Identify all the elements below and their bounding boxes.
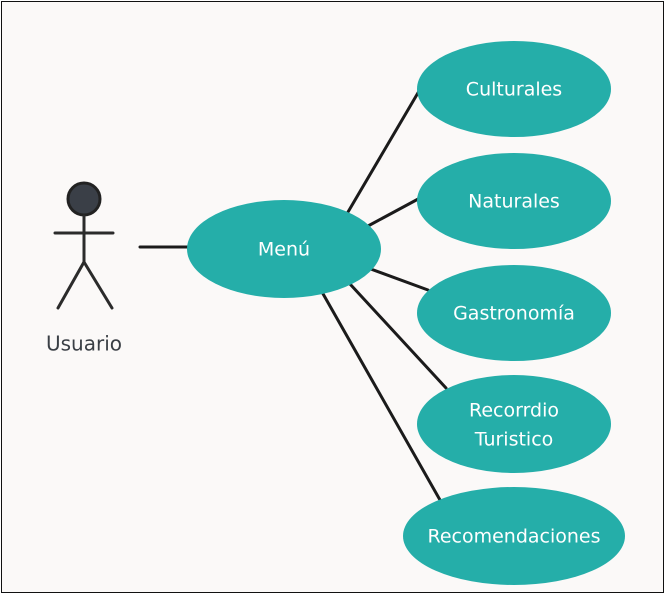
actor-right-leg xyxy=(82,260,114,310)
use-case-ellipse xyxy=(417,265,611,361)
use-case-gastronomia: Gastronomía xyxy=(417,265,611,361)
use-case-recorrido-turistico: Recorrdio Turistico xyxy=(417,375,611,473)
connector-menu-culturales xyxy=(346,84,424,214)
use-case-ellipse xyxy=(417,41,611,137)
use-case-ellipse xyxy=(417,375,611,473)
use-case-label: Culturales xyxy=(466,79,562,101)
connector-menu-gastronomia xyxy=(366,266,430,292)
use-case-ellipse xyxy=(417,153,611,249)
use-case-label-line2: Turistico xyxy=(474,429,554,451)
use-case-label: Naturales xyxy=(468,191,560,213)
connector-menu-recomendaciones xyxy=(320,290,442,502)
use-case-ellipse xyxy=(403,487,625,585)
central-ellipse xyxy=(187,200,381,298)
use-case-label: Gastronomía xyxy=(453,303,575,325)
connector-menu-recorrido xyxy=(348,282,448,390)
use-case-culturales: Culturales xyxy=(417,41,611,137)
central-use-case: Menú xyxy=(187,200,381,298)
central-label: Menú xyxy=(258,239,310,261)
connectors xyxy=(138,84,448,502)
use-case-label-line1: Recorrdio xyxy=(469,400,559,422)
use-case-recomendaciones: Recomendaciones xyxy=(403,487,625,585)
use-case-label: Recomendaciones xyxy=(427,526,600,548)
connector-menu-naturales xyxy=(366,196,422,228)
actor-label: Usuario xyxy=(46,332,122,356)
actor-left-leg xyxy=(56,260,86,310)
use-case-naturales: Naturales xyxy=(417,153,611,249)
actor-figure: Usuario xyxy=(46,181,122,356)
actor-head xyxy=(66,181,102,217)
